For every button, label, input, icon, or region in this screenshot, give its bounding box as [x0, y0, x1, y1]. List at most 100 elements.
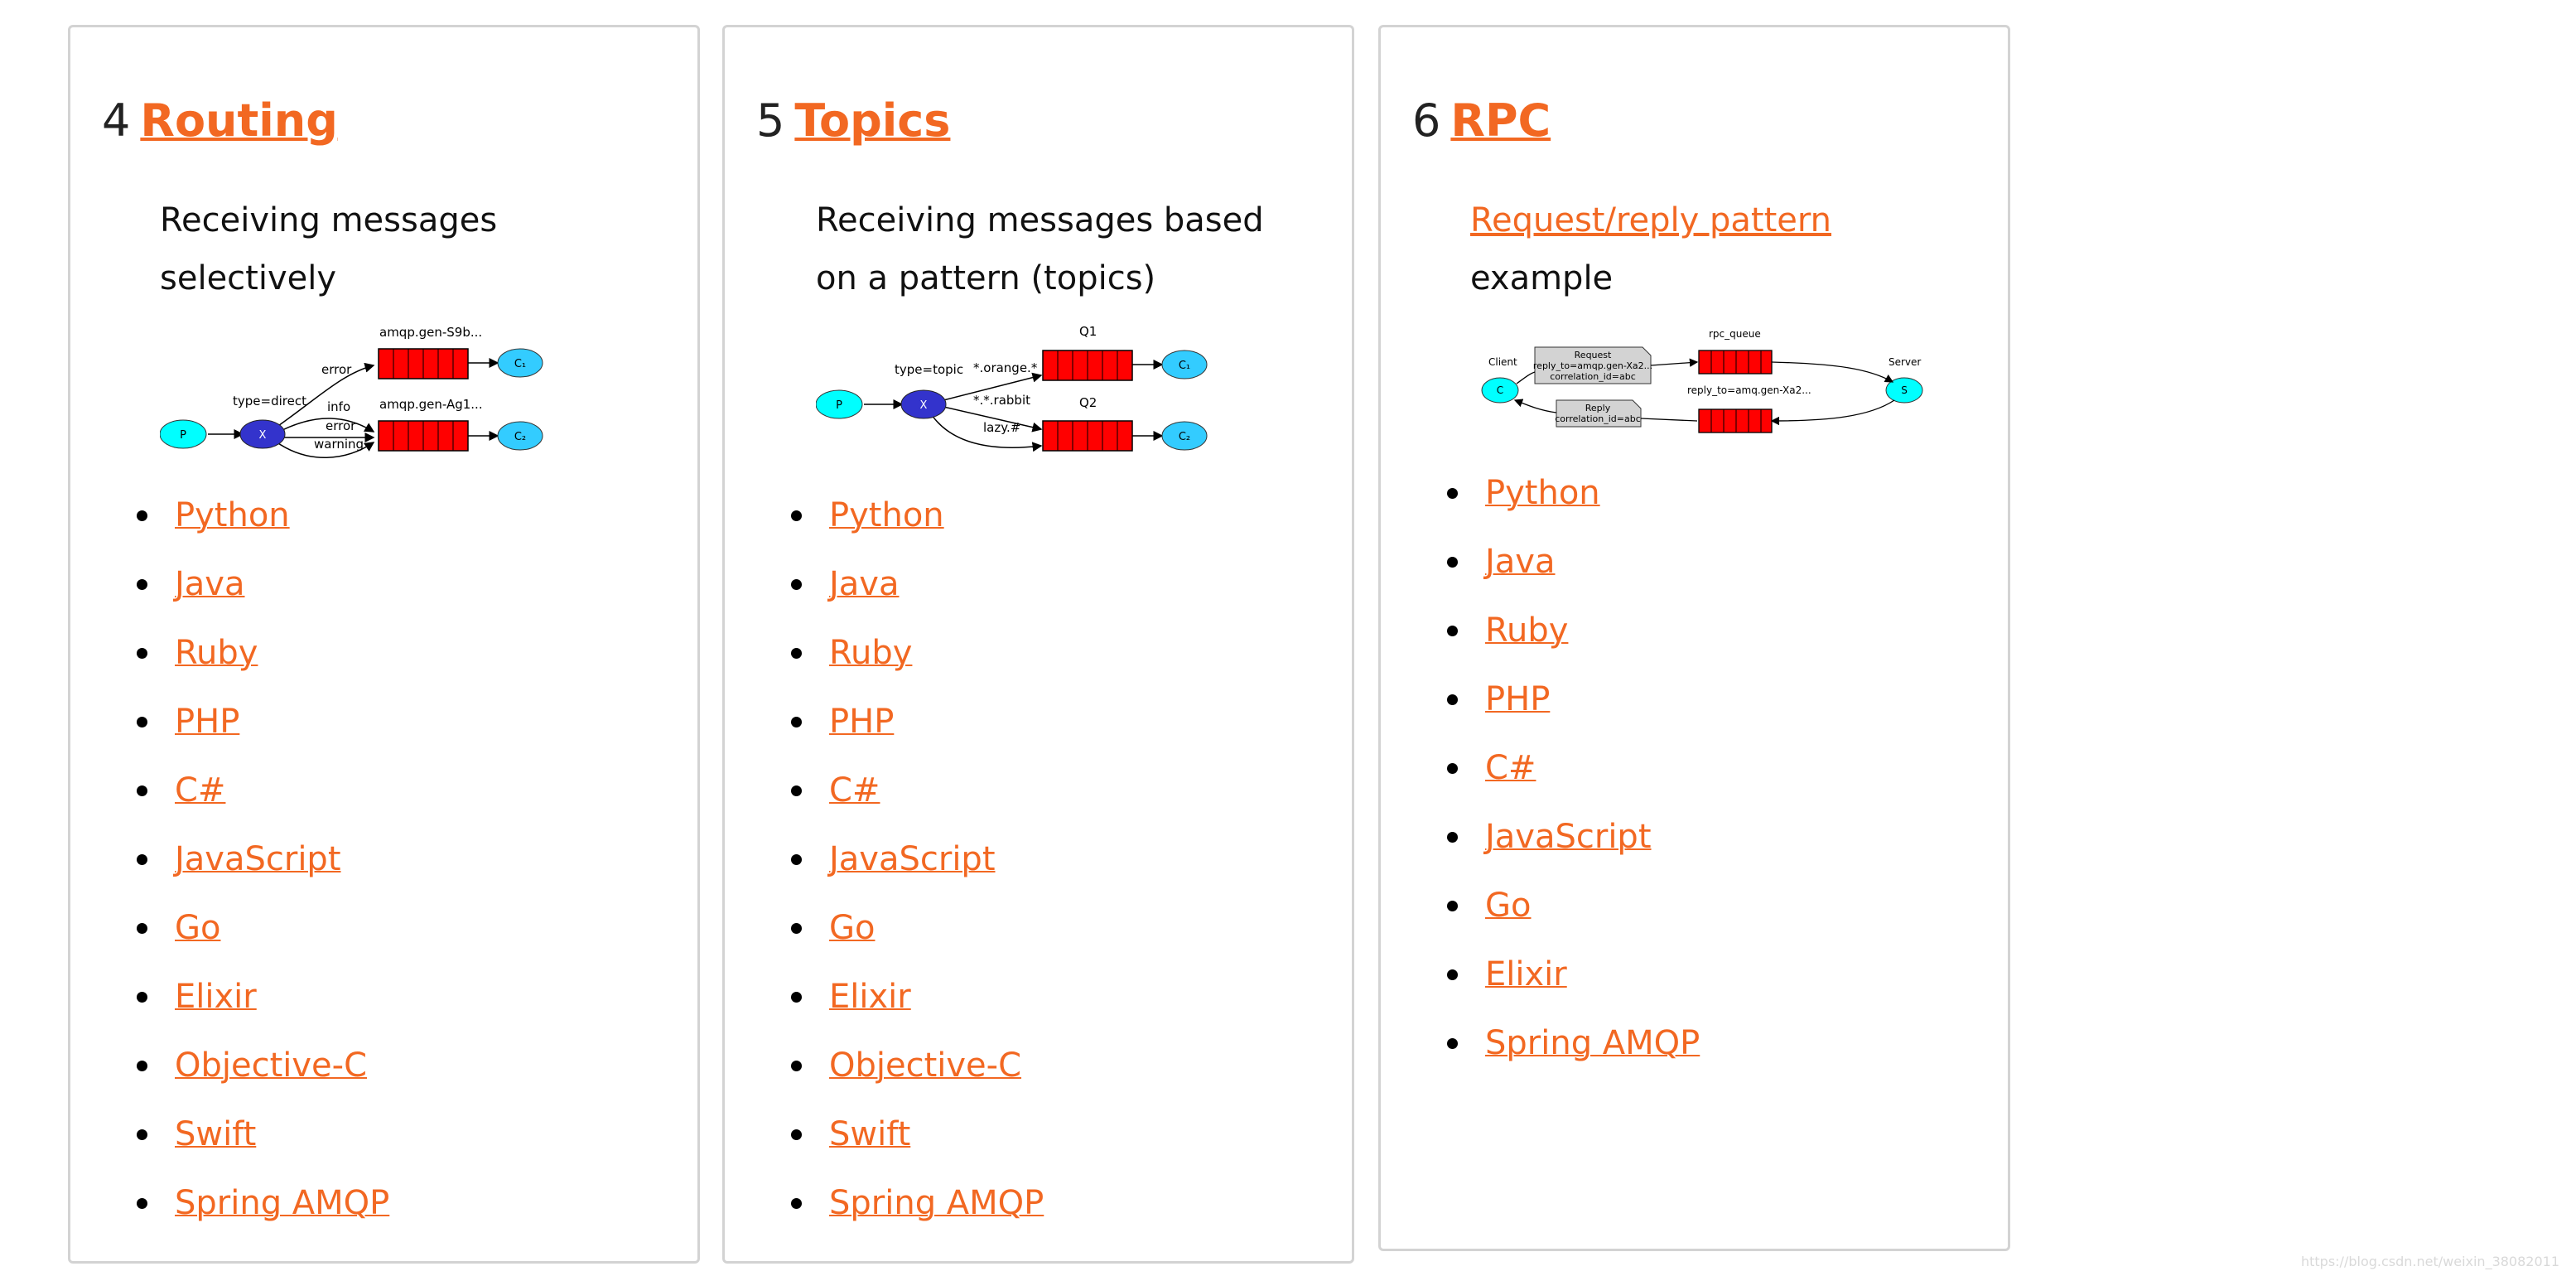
rpc-title-link[interactable]: RPC	[1450, 94, 1551, 147]
language-link[interactable]: JavaScript	[175, 840, 341, 878]
language-link[interactable]: Go	[829, 909, 876, 947]
language-link[interactable]: Objective-C	[175, 1046, 368, 1085]
language-link[interactable]: Python	[1485, 474, 1600, 512]
routing-diagram: P X type=direct error info error warning…	[160, 325, 543, 458]
language-link[interactable]: Java	[1485, 543, 1556, 581]
list-item: PHP	[1447, 673, 1700, 742]
reply-text: Reply	[1585, 403, 1611, 413]
list-item: Spring AMQP	[1447, 1017, 1700, 1085]
queue-name: Q1	[1079, 324, 1097, 339]
language-link[interactable]: Go	[175, 909, 221, 947]
queue	[1042, 420, 1133, 452]
consumer-node	[497, 348, 543, 378]
list-item: Elixir	[1447, 948, 1700, 1017]
binding-label: info	[327, 399, 350, 414]
language-link[interactable]: C#	[175, 771, 226, 810]
reply-text: correlation_id=abc	[1555, 413, 1641, 424]
language-link[interactable]: Elixir	[829, 978, 911, 1016]
queue	[1698, 408, 1773, 433]
list-item: Objective-C	[791, 1039, 1044, 1108]
routing-description: Receiving messages selectively	[160, 201, 498, 297]
language-link[interactable]: PHP	[1485, 680, 1551, 718]
language-link[interactable]: PHP	[829, 703, 895, 741]
binding-label: error	[321, 362, 352, 377]
consumer-label: C₁	[514, 358, 526, 370]
list-item: Ruby	[1447, 604, 1700, 673]
list-item: Python	[1447, 466, 1700, 535]
exchange-node	[239, 419, 286, 449]
language-link[interactable]: Swift	[829, 1115, 911, 1153]
exchange-type-label: type=topic	[895, 362, 963, 377]
topics-title-link[interactable]: Topics	[794, 94, 951, 147]
language-link[interactable]: Spring AMQP	[1485, 1024, 1700, 1062]
request-text: reply_to=amqp.gen-Xa2...	[1533, 360, 1652, 371]
language-link[interactable]: Python	[175, 496, 290, 534]
language-link[interactable]: C#	[1485, 749, 1536, 787]
list-item: Swift	[137, 1108, 389, 1177]
language-link[interactable]: Objective-C	[829, 1046, 1022, 1085]
queue	[378, 348, 469, 379]
consumer-label: C₁	[1179, 360, 1190, 372]
language-link[interactable]: JavaScript	[829, 840, 996, 878]
server-node-label: S	[1901, 384, 1908, 396]
binding-label: lazy.#	[983, 420, 1020, 435]
exchange-label: X	[259, 429, 267, 442]
list-item: Python	[137, 489, 389, 558]
language-link[interactable]: Spring AMQP	[829, 1184, 1044, 1222]
language-link[interactable]: Swift	[175, 1115, 257, 1153]
server-label: Server	[1889, 356, 1921, 368]
exchange-label: X	[920, 399, 928, 412]
language-link[interactable]: Elixir	[175, 978, 257, 1016]
routing-title-link[interactable]: Routing	[140, 94, 338, 147]
server-node	[1885, 377, 1923, 404]
topics-number: 5	[756, 94, 785, 147]
topics-language-list: Python Java Ruby PHP C# JavaScript Go El…	[791, 489, 1044, 1245]
list-item: PHP	[137, 695, 389, 764]
request-text: correlation_id=abc	[1550, 371, 1636, 382]
producer-node	[160, 419, 207, 449]
language-link[interactable]: Ruby	[829, 634, 913, 672]
binding-label: warning	[314, 437, 364, 452]
rpc-diagram: Client Server C S Request reply_to=amqp.…	[1481, 328, 1923, 433]
rpc-queue-label: rpc_queue	[1709, 328, 1761, 340]
queue-name: amqp.gen-S9b...	[379, 325, 482, 340]
consumer-node	[497, 421, 543, 451]
list-item: Objective-C	[137, 1039, 389, 1108]
producer-label: P	[836, 399, 842, 412]
producer-node	[816, 389, 863, 419]
binding-label: error	[326, 418, 356, 433]
queue	[1698, 350, 1773, 375]
language-link[interactable]: Spring AMQP	[175, 1184, 390, 1222]
language-link[interactable]: Java	[829, 565, 900, 603]
language-link[interactable]: Elixir	[1485, 955, 1567, 993]
language-link[interactable]: Python	[829, 496, 944, 534]
request-text: Request	[1575, 350, 1612, 360]
reply-to-label: reply_to=amq.gen-Xa2...	[1687, 384, 1811, 396]
request-note	[1534, 346, 1652, 384]
language-link[interactable]: Go	[1485, 887, 1532, 925]
topics-diagram: P X type=topic *.orange.* *.*.rabbit laz…	[816, 324, 1208, 452]
list-item: Swift	[791, 1108, 1044, 1177]
consumer-node	[1161, 350, 1208, 379]
rpc-description: Request/reply pattern example	[1470, 191, 1884, 307]
client-label: Client	[1488, 356, 1517, 368]
list-item: Spring AMQP	[137, 1177, 389, 1245]
list-item: C#	[1447, 742, 1700, 810]
rpc-description-link[interactable]: Request/reply pattern	[1470, 201, 1831, 239]
language-link[interactable]: Ruby	[1485, 611, 1569, 650]
language-link[interactable]: PHP	[175, 703, 240, 741]
language-link[interactable]: Java	[175, 565, 245, 603]
list-item: Java	[1447, 535, 1700, 604]
list-item: Go	[791, 901, 1044, 970]
language-link[interactable]: Ruby	[175, 634, 258, 672]
rpc-description-text: example	[1470, 259, 1614, 297]
list-item: JavaScript	[791, 833, 1044, 901]
language-link[interactable]: JavaScript	[1485, 818, 1652, 856]
language-link[interactable]: C#	[829, 771, 880, 810]
list-item: Python	[791, 489, 1044, 558]
